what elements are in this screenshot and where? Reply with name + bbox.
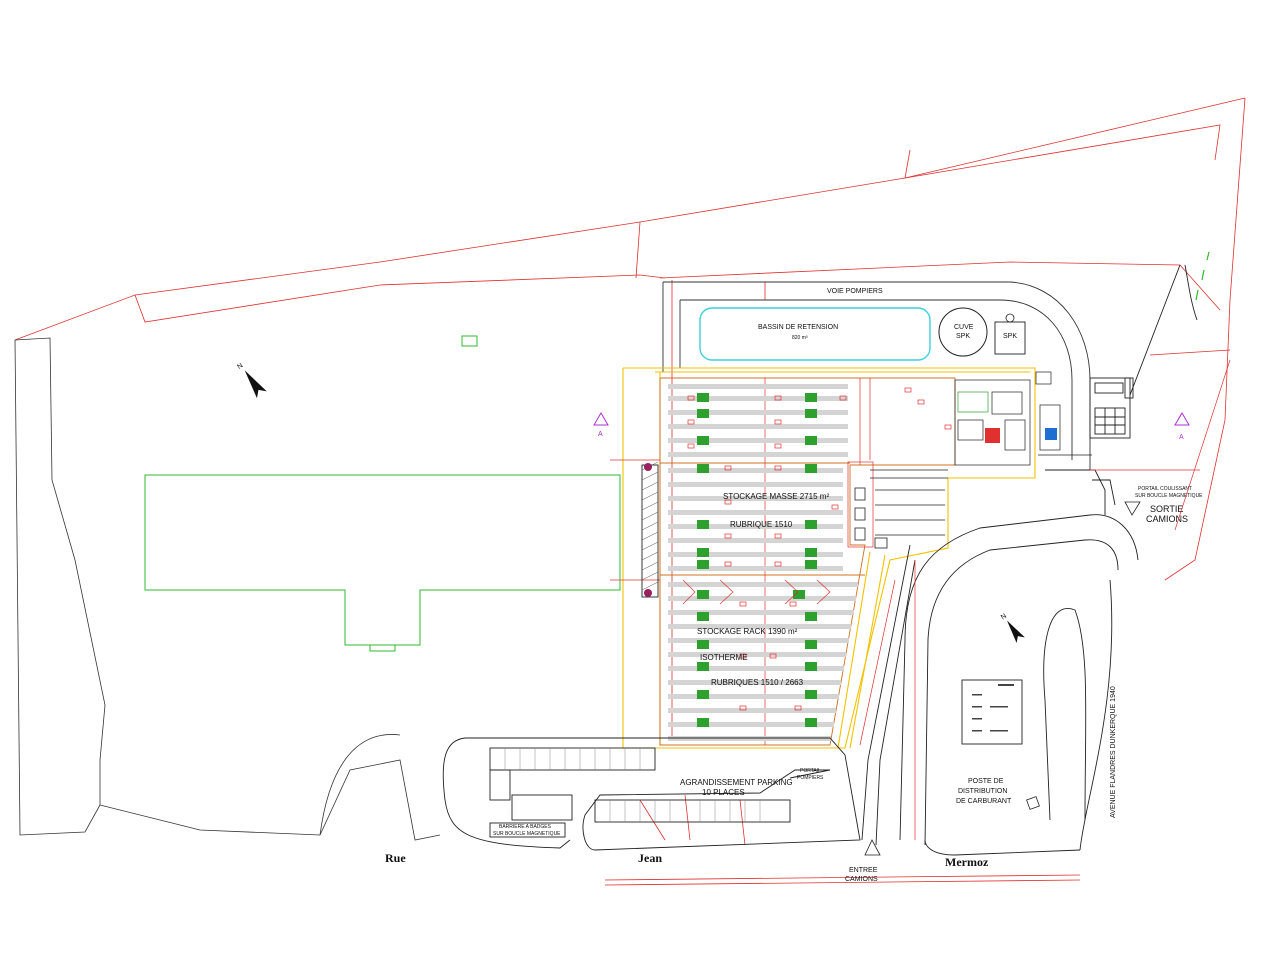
- sortie-label-2: CAMIONS: [1146, 514, 1188, 524]
- parcel-boundaries: [14, 97, 1246, 886]
- cuve-spk-label: SPK: [956, 333, 970, 340]
- retention-basin: BASSIN DE RETENSION 820 m³: [699, 307, 931, 361]
- avenue-label: AVENUE FLANDRES DUNKERQUE 1940: [1110, 686, 1117, 818]
- racking-rows: [668, 384, 858, 741]
- parking-area: [442, 737, 861, 851]
- spk-label: SPK: [1003, 333, 1017, 340]
- fuel-tank-cuve: CUVE SPK: [938, 307, 988, 357]
- guard-house: [1089, 377, 1134, 439]
- street-rue: Rue: [385, 851, 406, 865]
- isotherme-label: ISOTHERME: [700, 653, 748, 662]
- truck-exit-marker: SORTIE CAMIONS: [1124, 501, 1188, 524]
- firewall-strip: [641, 461, 659, 598]
- north-arrow-icon: N: [236, 362, 267, 399]
- truck-access-roads: [861, 469, 1139, 856]
- rubriques-label: RUBRIQUES 1510 / 2663: [711, 678, 804, 687]
- street-jean: Jean: [638, 851, 662, 865]
- pallet-markers: [697, 393, 817, 727]
- portail-coulissant-label-2: SUR BOUCLE MAGNETIQUE: [1135, 493, 1203, 499]
- fuel-tank-spk: SPK: [994, 313, 1026, 355]
- portail-coulissant-label: PORTAIL COULISSANT: [1138, 486, 1192, 492]
- section-marker-left: A: [593, 412, 609, 438]
- bassin-title: BASSIN DE RETENSION: [758, 324, 838, 331]
- avenue-markings: [1195, 251, 1210, 301]
- office-block: [954, 371, 1092, 466]
- fire-access-road: [662, 281, 1091, 470]
- portail-pompiers-label: PORTAIL: [800, 768, 821, 774]
- stockage-rack-label: STOCKAGE RACK 1390 m²: [697, 627, 798, 636]
- section-marker-right: A: [1174, 412, 1190, 441]
- stockage-masse-label: STOCKAGE MASSE 2715 m²: [723, 492, 829, 501]
- site-edge-red: [859, 349, 1231, 840]
- entree-label: ENTREE: [849, 867, 878, 874]
- poste-label-1: POSTE DE: [968, 778, 1004, 785]
- fire-gate: PORTAIL POMPIERS: [789, 768, 831, 781]
- existing-building: [144, 335, 621, 652]
- poste-label-2: DISTRIBUTION: [958, 788, 1007, 795]
- street-mermoz: Mermoz: [945, 855, 989, 869]
- rubrique-1510-label: RUBRIQUE 1510: [730, 520, 793, 529]
- sortie-label: SORTIE: [1150, 504, 1183, 514]
- voie-pompiers-label: VOIE POMPIERS: [827, 288, 883, 295]
- north-arrow-icon: N: [1000, 613, 1025, 644]
- cuve-label: CUVE: [954, 324, 974, 331]
- places-label: 10 PLACES: [702, 788, 745, 797]
- neighbour-parcel: [14, 337, 441, 841]
- truck-entry-marker: ENTREE CAMIONS: [845, 839, 881, 883]
- section-a-right: A: [1179, 434, 1184, 441]
- barriere-label: BARRIERE A BADGES: [499, 824, 552, 830]
- barriere-label-2: SUR BOUCLE MAGNETIQUE: [493, 831, 561, 837]
- loading-docks: [854, 469, 948, 549]
- agrandissement-label: AGRANDISSEMENT PARKING: [680, 778, 793, 787]
- bassin-volume: 820 m³: [792, 335, 808, 341]
- portail-pompiers-label-2: POMPIERS: [797, 775, 824, 781]
- poste-label-3: DE CARBURANT: [956, 798, 1012, 805]
- section-a-left: A: [598, 431, 603, 438]
- entree-label-2: CAMIONS: [845, 876, 878, 883]
- warehouse-building: STOCKAGE MASSE 2715 m² RUBRIQUE 1510 STO…: [610, 367, 1134, 749]
- equipment-markers: [682, 387, 952, 711]
- fuel-station: POSTE DE DISTRIBUTION DE CARBURANT: [956, 679, 1040, 810]
- svg-text:N: N: [236, 362, 244, 371]
- svg-text:N: N: [1000, 613, 1008, 622]
- avenue-kerb: [1129, 264, 1198, 396]
